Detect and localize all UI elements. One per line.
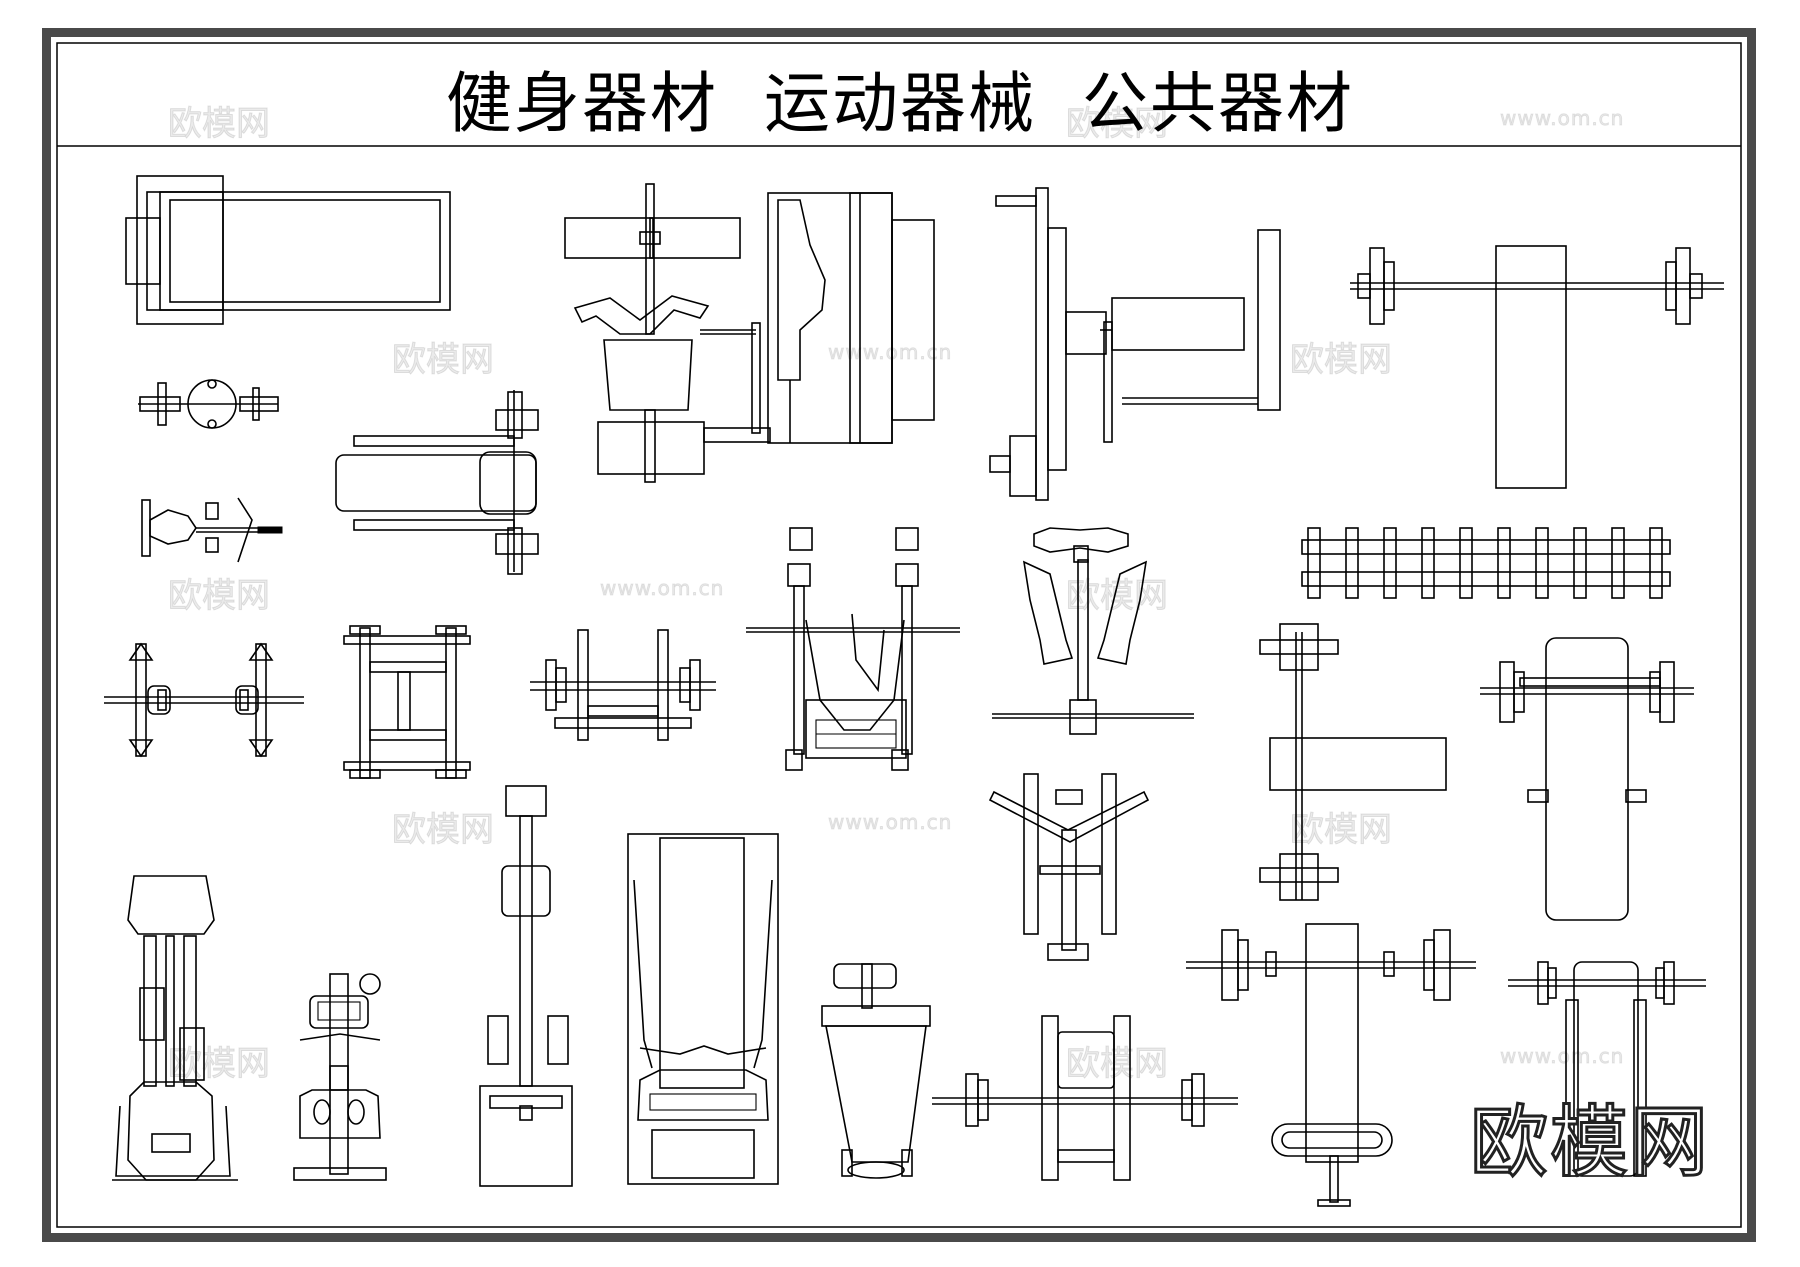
chest-press-machine-icon: [564, 183, 771, 483]
barbell-on-bench-icon: [1350, 245, 1724, 489]
rowing-machine-icon: [479, 785, 573, 1187]
leg-extension-machine-icon: [767, 192, 935, 444]
seated-row-machine-icon: [746, 527, 960, 771]
decline-bench-icon: [821, 963, 931, 1179]
dumbbell-stand-icon: [1301, 527, 1671, 599]
smith-press-station-icon: [988, 773, 1150, 961]
large-treadmill-icon: [627, 833, 779, 1185]
dumbbell-with-plates-icon: [104, 642, 304, 758]
bench-press-station-icon: [1480, 637, 1694, 921]
preacher-bench-icon: [932, 1015, 1238, 1181]
squat-rack-icon: [343, 625, 471, 779]
incline-bench-icon: [1259, 623, 1447, 901]
brand-logo-text: 欧模网: [1468, 1097, 1711, 1190]
ab-roller-icon: [138, 379, 279, 429]
dip-station-icon: [141, 497, 283, 563]
power-cage-icon: [989, 187, 1281, 501]
flat-bench-with-barbell-icon: [335, 390, 539, 575]
drawing-frame: [42, 28, 1756, 1242]
page-title: 健身器材 运动器械 公共器材: [446, 65, 1354, 142]
stepper-machine-icon: [112, 875, 238, 1181]
treadmill-top-view-icon: [125, 175, 451, 325]
dumbbell-rack-icon: [530, 629, 716, 741]
abdominal-bench-icon: [992, 527, 1194, 735]
smith-press-station-bottom-icon: [1186, 923, 1476, 1207]
upright-bike-icon: [293, 973, 387, 1181]
bench-with-barbell-bottom-icon: [1508, 961, 1706, 1177]
